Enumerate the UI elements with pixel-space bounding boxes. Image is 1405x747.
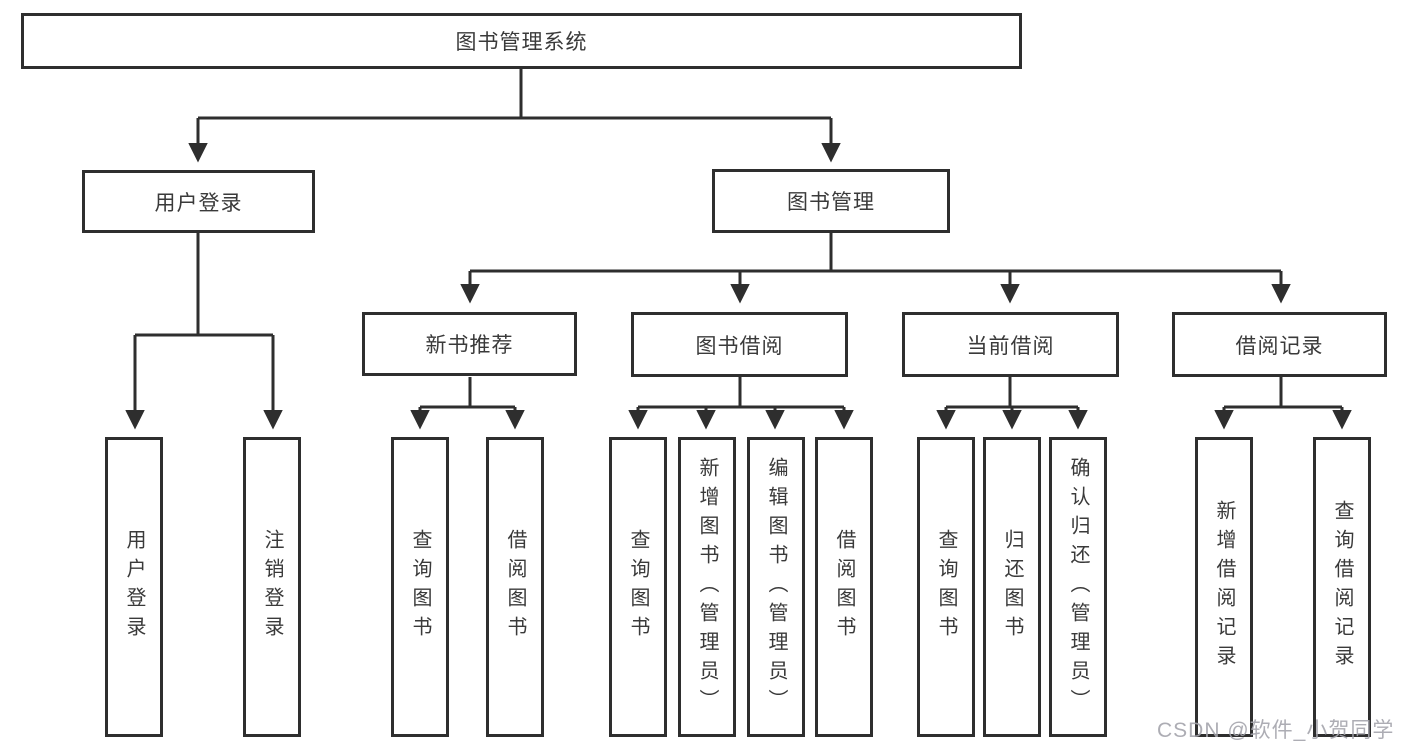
leaf-add-book-admin: 新增图书（管理员） [678,437,736,737]
leaf-add-borrow-record: 新增借阅记录 [1195,437,1253,737]
node-user-login: 用户登录 [82,170,315,233]
node-root-system: 图书管理系统 [21,13,1022,69]
leaf-borrow-books-recommend: 借阅图书 [486,437,544,737]
leaf-edit-book-admin: 编辑图书（管理员） [747,437,805,737]
leaf-query-books-current: 查询图书 [917,437,975,737]
leaf-query-books-recommend: 查询图书 [391,437,449,737]
leaf-query-borrow-record: 查询借阅记录 [1313,437,1371,737]
leaf-user-login: 用户登录 [105,437,163,737]
leaf-confirm-return-admin: 确认归还（管理员） [1049,437,1107,737]
leaf-logout: 注销登录 [243,437,301,737]
node-current-borrowing: 当前借阅 [902,312,1119,377]
node-new-book-recommend: 新书推荐 [362,312,577,376]
node-book-management: 图书管理 [712,169,950,233]
node-borrow-records: 借阅记录 [1172,312,1387,377]
node-book-borrowing: 图书借阅 [631,312,848,377]
leaf-query-books-borrowing: 查询图书 [609,437,667,737]
leaf-borrow-books-borrowing: 借阅图书 [815,437,873,737]
csdn-watermark: CSDN @软件_小贺同学 [1157,719,1395,742]
leaf-return-book: 归还图书 [983,437,1041,737]
